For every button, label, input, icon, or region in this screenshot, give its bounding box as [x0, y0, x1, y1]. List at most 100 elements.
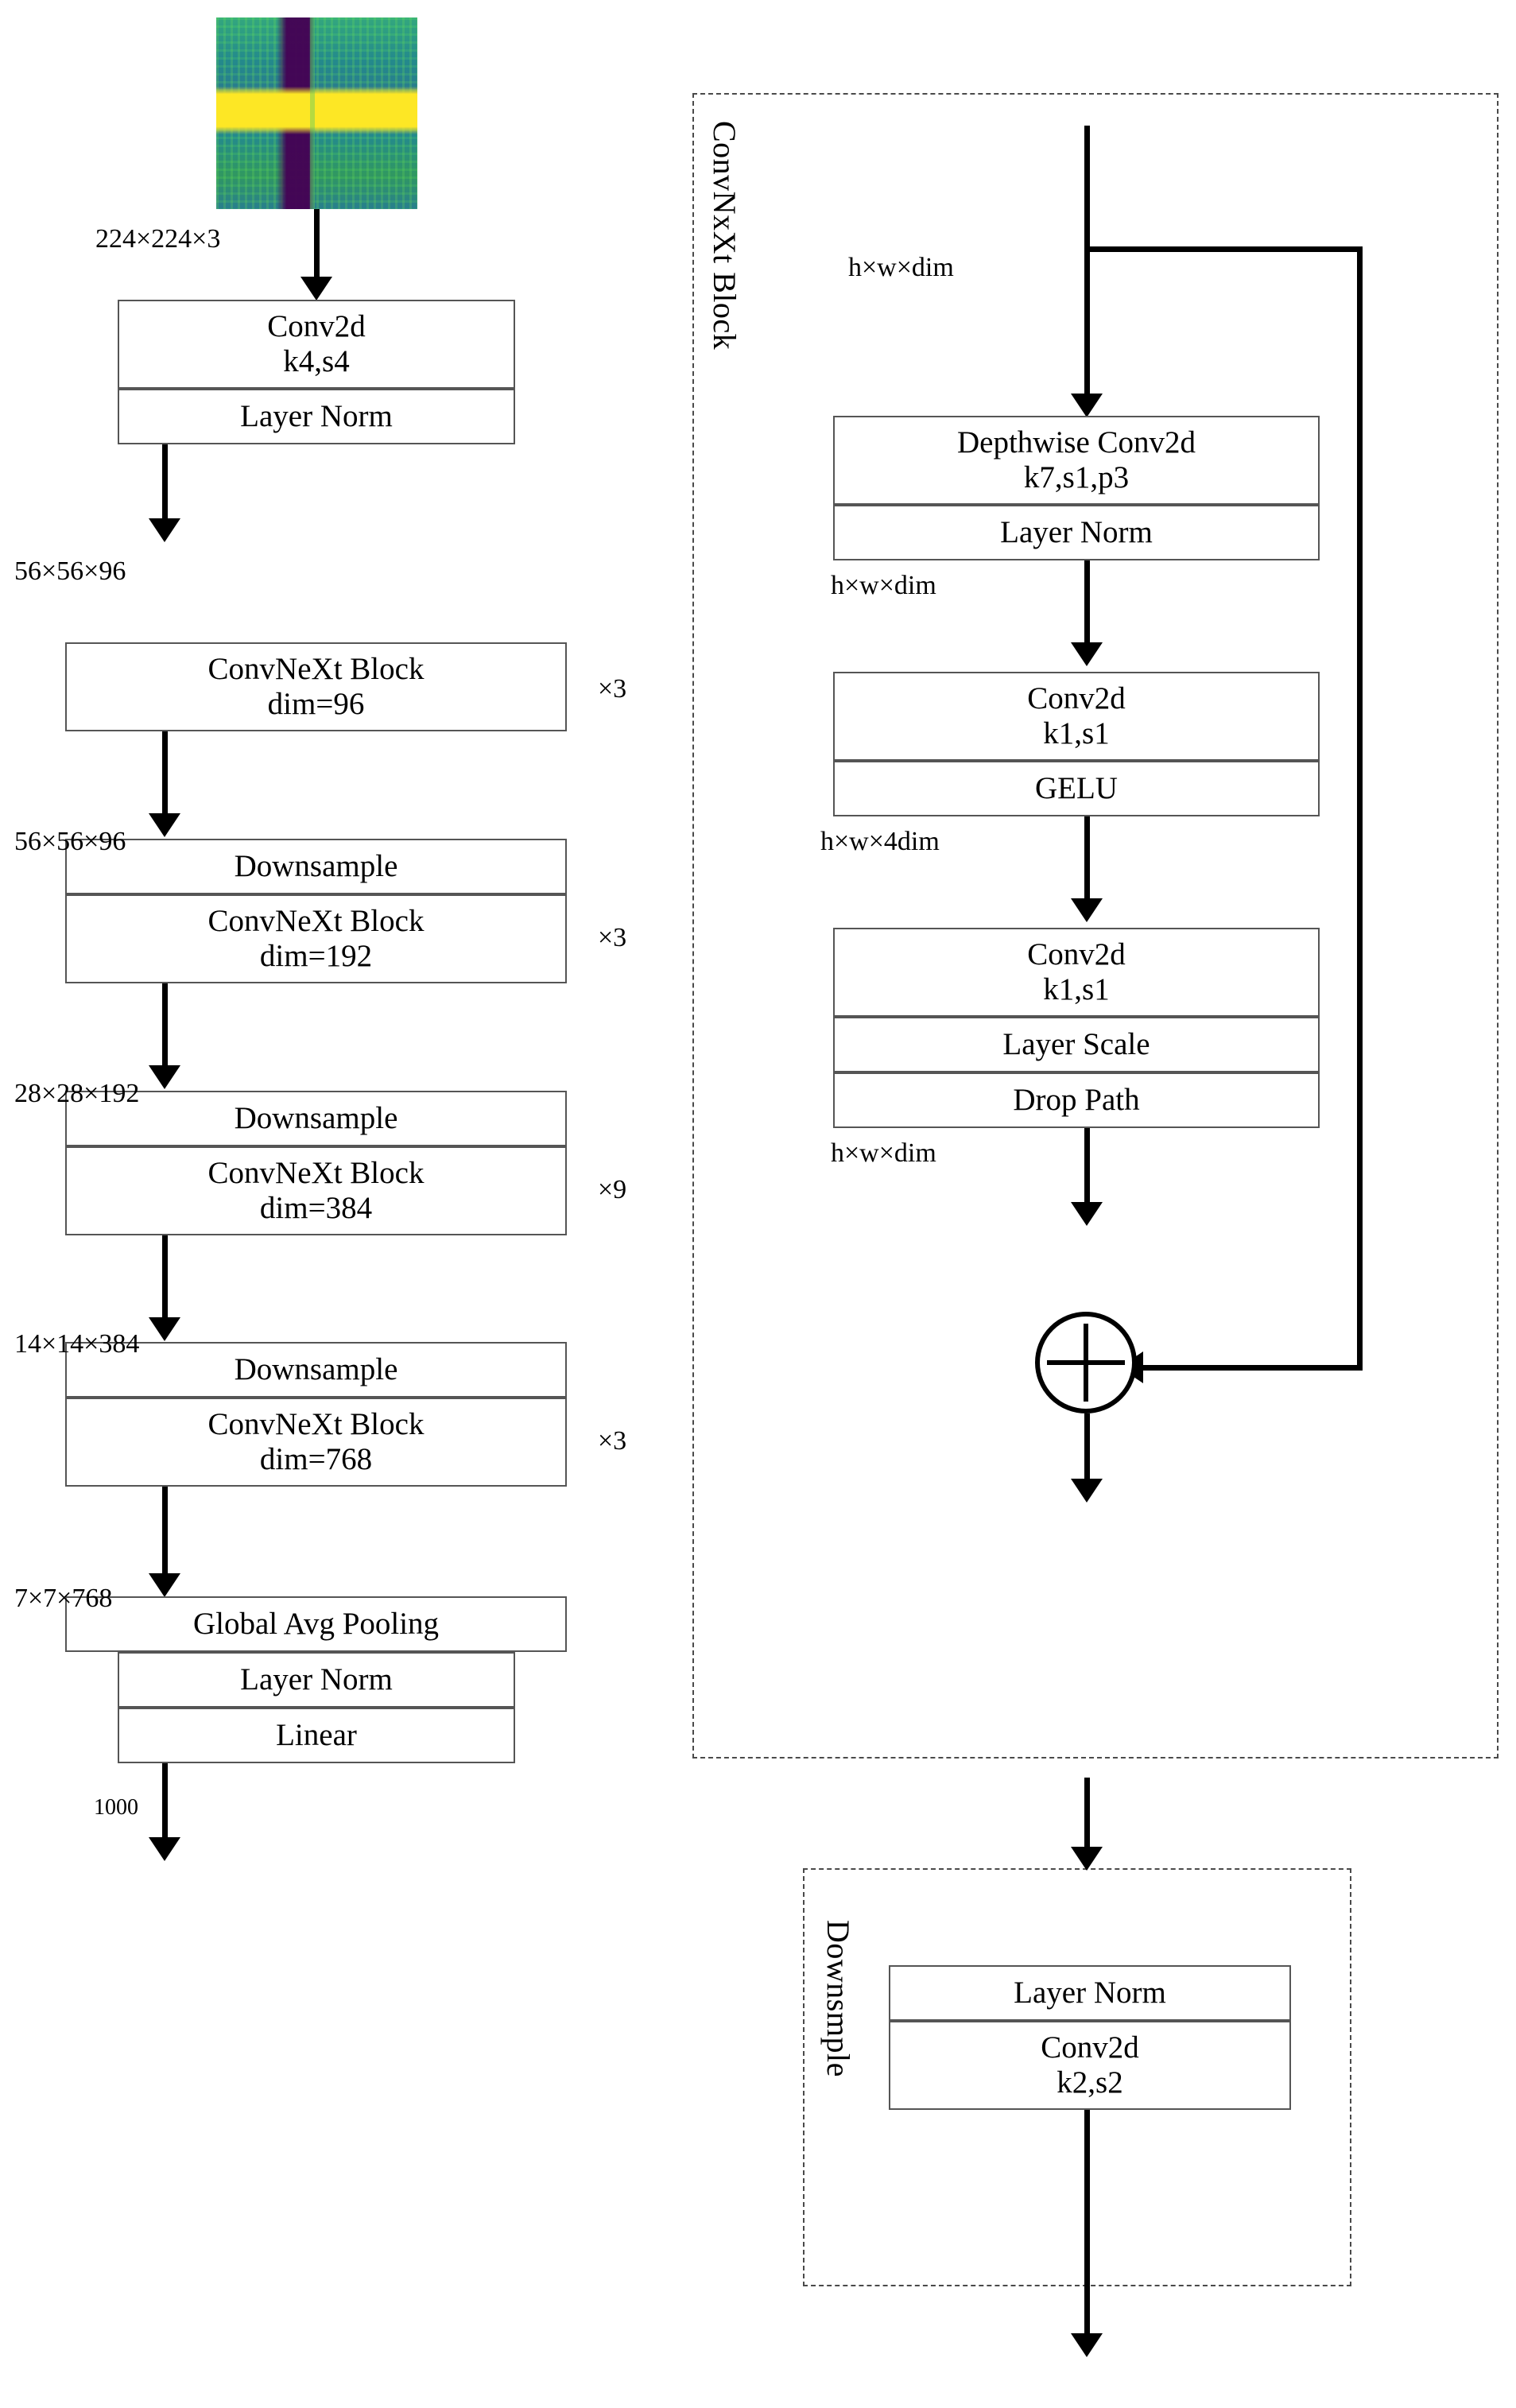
block-line1: Drop Path	[1013, 1083, 1140, 1118]
tensor-label-after-norm: h×w×dim	[831, 571, 936, 600]
block-line1: Depthwise Conv2d	[956, 425, 1196, 460]
block-line1: Layer Norm	[240, 399, 393, 434]
block-line1: GELU	[1035, 771, 1118, 806]
heatmap-highlight-band	[309, 17, 315, 209]
block-line1: Layer Norm	[240, 1662, 393, 1697]
tensor-label-after-gelu: h×w×4dim	[820, 827, 940, 856]
block-line2: k4,s4	[283, 344, 350, 378]
block-layer-scale: Layer Scale	[833, 1017, 1320, 1072]
edge-input-to-stem	[314, 209, 320, 282]
block-stage1-convnext: ConvNeXt Block dim=96	[65, 642, 567, 731]
edge-norm-to-pwconv1	[1084, 560, 1090, 648]
edge-droppath-to-add	[1084, 1128, 1090, 1208]
tensor-label-after-stage4: 7×7×768	[14, 1584, 113, 1613]
block-global-avg-pooling: Global Avg Pooling	[65, 1596, 567, 1652]
block-stage3-downsample: Downsample	[65, 1091, 567, 1146]
repeat-label-stage1: ×3	[598, 674, 627, 704]
block-stage2-downsample: Downsample	[65, 839, 567, 894]
edge-skip-bottom	[1137, 1365, 1359, 1371]
block-line2: dim=768	[259, 1442, 373, 1476]
tensor-label-input: 224×224×3	[95, 224, 221, 254]
block-line1: ConvNeXt Block	[207, 652, 425, 687]
arrowhead-stage4-to-head	[149, 1573, 180, 1597]
arrowhead-add-output	[1071, 1479, 1103, 1503]
edge-into-downsample-panel	[1084, 1778, 1090, 1853]
repeat-label-stage2: ×3	[598, 923, 627, 952]
block-stage4-convnext: ConvNeXt Block dim=768	[65, 1398, 567, 1487]
block-line1: Layer Scale	[1002, 1027, 1150, 1062]
arrowhead-norm-to-pwconv1	[1071, 642, 1103, 666]
tensor-label-after-stage3: 14×14×384	[14, 1329, 140, 1359]
block-line2: dim=192	[259, 939, 373, 973]
edge-stage4-to-head	[162, 1487, 168, 1579]
block-line2: k7,s1,p3	[1023, 460, 1130, 494]
spectrogram-heatmap	[216, 17, 417, 209]
block-line1: Downsample	[234, 1101, 398, 1136]
block-line2: k2,s2	[1057, 2065, 1123, 2100]
block-line1: Layer Norm	[1000, 515, 1153, 550]
block-line1: Linear	[276, 1718, 357, 1753]
block-pointwise-conv2d-1: Conv2d k1,s1	[833, 672, 1320, 761]
convnext-block-panel	[692, 93, 1499, 1758]
arrowhead-input-to-stem	[300, 277, 332, 301]
arrowhead-gelu-to-pwconv2	[1071, 898, 1103, 922]
tensor-label-after-stage1: 56×56×96	[14, 827, 126, 856]
downsample-panel-caption: Downsmple	[820, 1920, 856, 2077]
edge-panel-input	[1084, 126, 1090, 405]
block-stage2-convnext: ConvNeXt Block dim=192	[65, 894, 567, 983]
edge-stage2-to-stage3	[162, 983, 168, 1071]
block-head-layer-norm: Layer Norm	[118, 1652, 515, 1708]
block-line1: Layer Norm	[1014, 1976, 1166, 2011]
block-line1: Conv2d	[267, 309, 366, 344]
block-line2: k1,s1	[1043, 716, 1110, 750]
block-downsample-conv2d: Conv2d k2,s2	[889, 2021, 1291, 2110]
block-line1: Downsample	[234, 1352, 398, 1387]
block-line2: dim=96	[267, 687, 365, 721]
arrowhead-panel-input	[1071, 394, 1103, 417]
tensor-label-after-droppath: h×w×dim	[831, 1138, 936, 1168]
edge-downsample-output	[1084, 2110, 1090, 2339]
arrowhead-stage1-to-stage2	[149, 813, 180, 837]
tensor-label-after-stem: 56×56×96	[14, 556, 126, 586]
repeat-label-stage3: ×9	[598, 1175, 627, 1204]
block-gelu: GELU	[833, 761, 1320, 816]
block-line1: Conv2d	[1027, 681, 1126, 716]
block-drop-path: Drop Path	[833, 1072, 1320, 1128]
arrowhead-stem-to-stage1	[149, 518, 180, 542]
block-stem-conv: Conv2d k4,s4	[118, 300, 515, 389]
residual-add-icon	[1035, 1312, 1137, 1413]
block-line1: ConvNeXt Block	[207, 904, 425, 939]
block-line1: ConvNeXt Block	[207, 1156, 425, 1191]
arrowhead-stage2-to-stage3	[149, 1065, 180, 1089]
block-downsample-layer-norm: Layer Norm	[889, 1965, 1291, 2021]
edge-stem-to-stage1	[162, 444, 168, 524]
edge-stage3-to-stage4	[162, 1235, 168, 1323]
edge-stage1-to-stage2	[162, 731, 168, 819]
block-stem-norm: Layer Norm	[118, 389, 515, 444]
arrowhead-droppath-to-add	[1071, 1202, 1103, 1226]
block-head-linear: Linear	[118, 1708, 515, 1763]
block-line2: k1,s1	[1043, 972, 1110, 1006]
block-line1: Conv2d	[1041, 2030, 1139, 2065]
block-line2: dim=384	[259, 1191, 373, 1225]
edge-skip-right	[1357, 246, 1363, 1371]
block-stage3-convnext: ConvNeXt Block dim=384	[65, 1146, 567, 1235]
arrowhead-head-output	[149, 1837, 180, 1861]
edge-head-output	[162, 1763, 168, 1843]
tensor-label-after-stage2: 28×28×192	[14, 1079, 140, 1108]
tensor-label-panel-input: h×w×dim	[848, 253, 954, 282]
block-line1: Global Avg Pooling	[192, 1607, 440, 1642]
arrowhead-into-downsample-panel	[1071, 1847, 1103, 1871]
arrowhead-stage3-to-stage4	[149, 1317, 180, 1341]
block-line1: ConvNeXt Block	[207, 1407, 425, 1442]
repeat-label-stage4: ×3	[598, 1426, 627, 1456]
edge-add-output	[1084, 1413, 1090, 1483]
block-pointwise-conv2d-2: Conv2d k1,s1	[833, 928, 1320, 1017]
tensor-label-output: 1000	[94, 1795, 138, 1820]
block-line1: Conv2d	[1027, 937, 1126, 972]
edge-skip-top	[1084, 246, 1363, 252]
edge-gelu-to-pwconv2	[1084, 816, 1090, 904]
arrowhead-downsample-output	[1071, 2333, 1103, 2357]
block-stage4-downsample: Downsample	[65, 1342, 567, 1398]
